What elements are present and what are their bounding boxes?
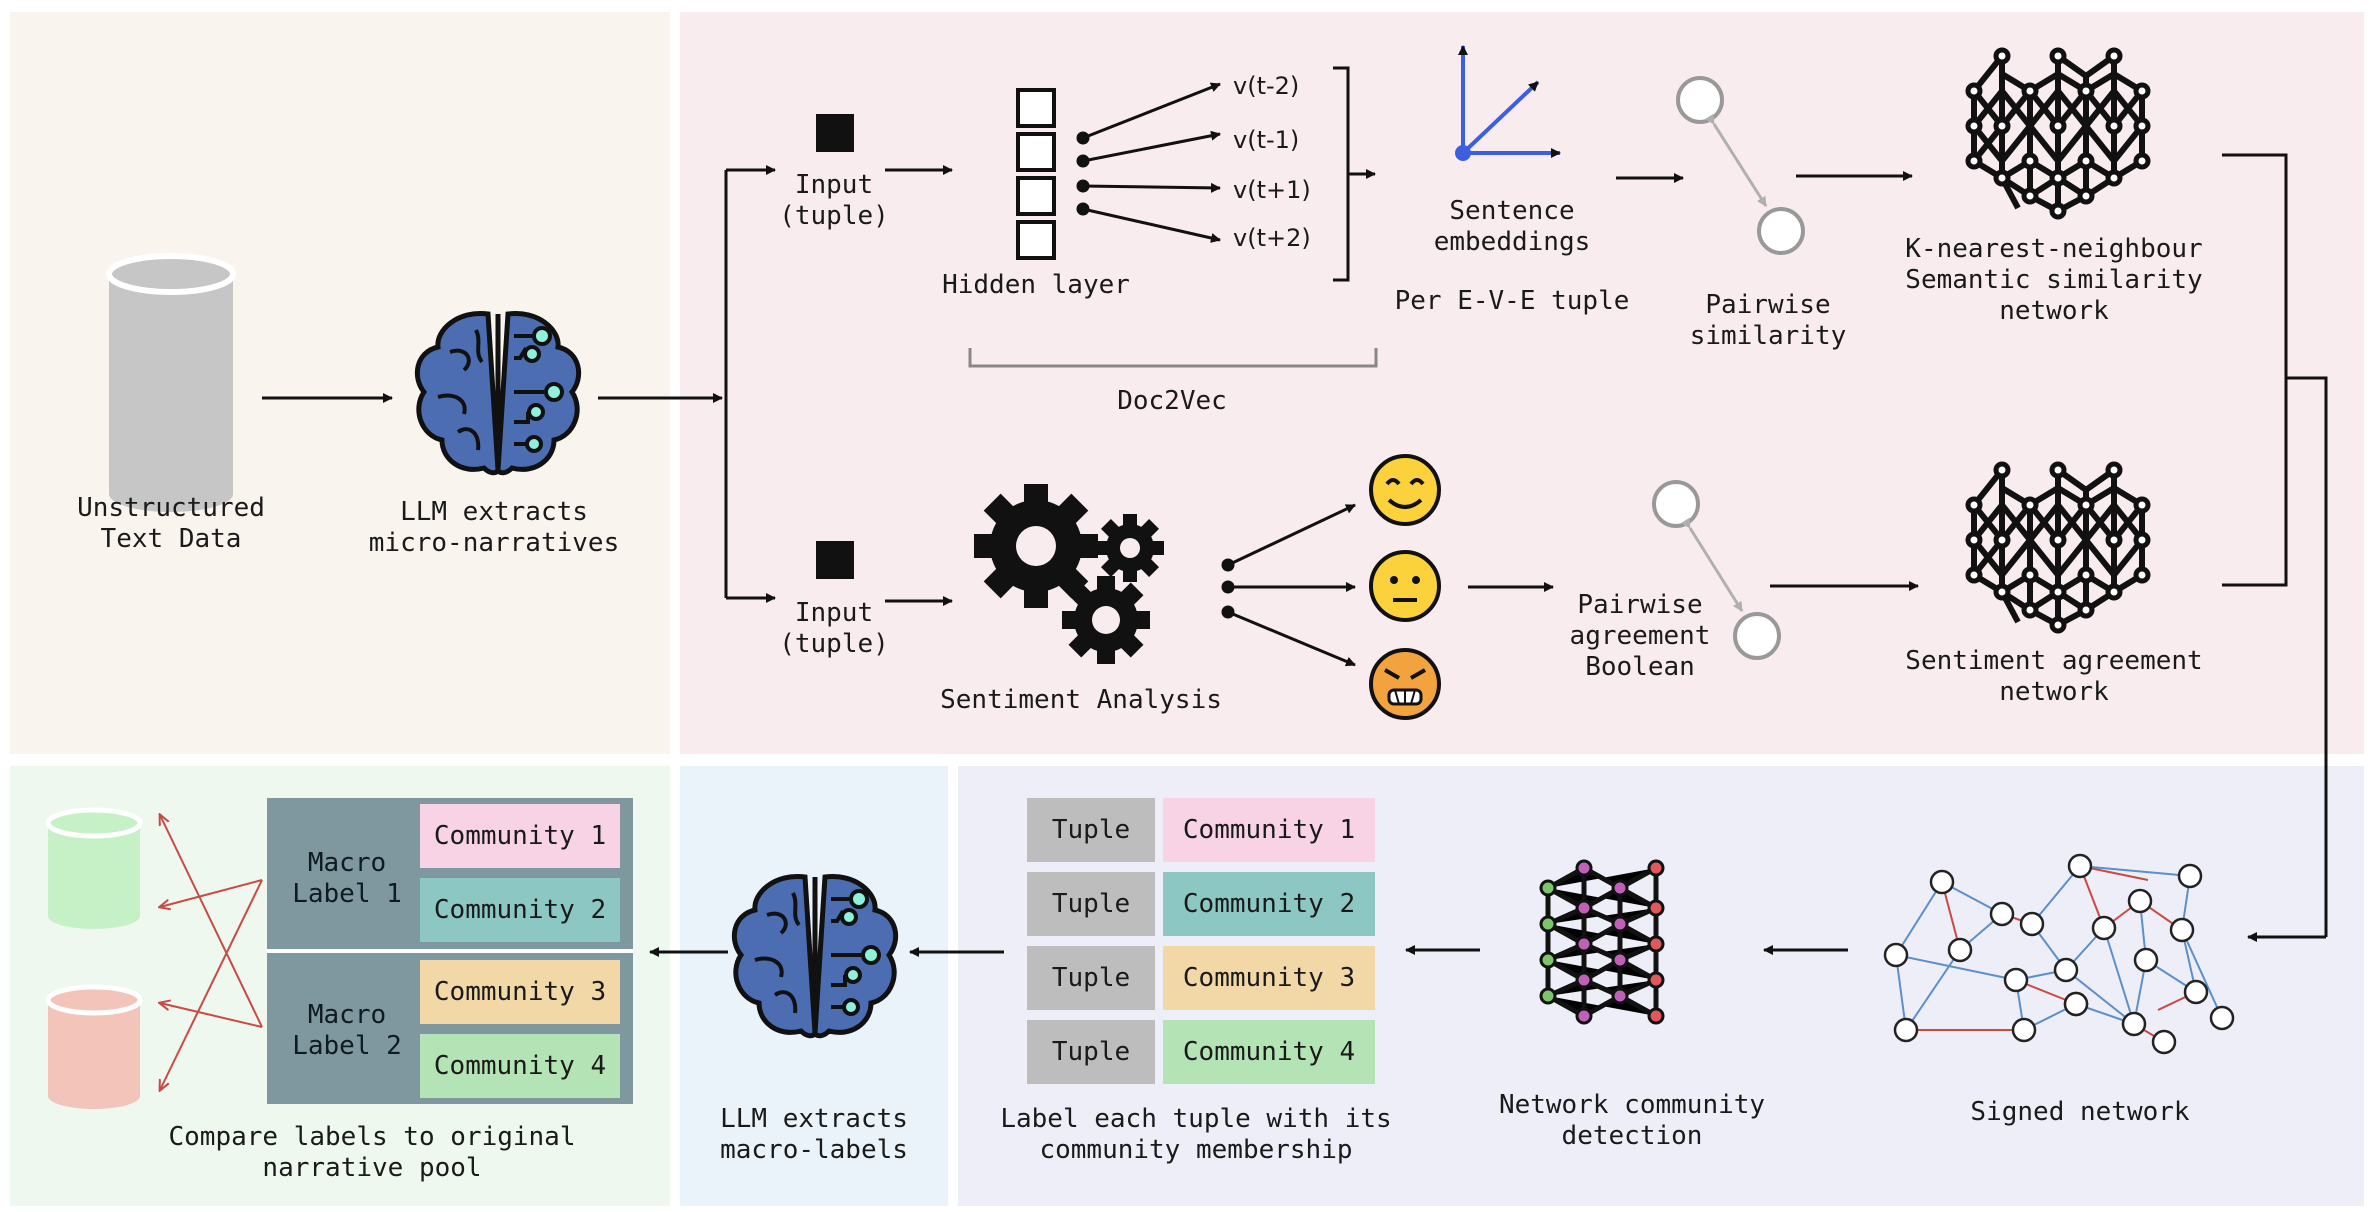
database-icon [45, 984, 143, 1109]
neutral-face-icon [1369, 550, 1441, 622]
angry-face-icon [1369, 648, 1441, 720]
gears-icon [974, 484, 1164, 664]
input-tuple-label: Input (tuple) [779, 170, 889, 231]
macro-community-4: Community 4 [420, 1034, 620, 1098]
label-tuples-caption: Label each tuple with its community memb… [1000, 1104, 1392, 1165]
community-1-box: Community 1 [1163, 798, 1375, 862]
signed-network-label: Signed network [1970, 1097, 2190, 1127]
brain-icon [734, 876, 895, 1035]
context-output-1: v(t-2) [1233, 72, 1300, 100]
embeddings-label: Sentence embeddings [1433, 196, 1591, 257]
brain-icon [417, 313, 578, 472]
sentiment-analysis-label: Sentiment Analysis [940, 685, 1222, 715]
input-tuple-label: Input (tuple) [779, 598, 889, 659]
doc2vec-label: Doc2Vec [1117, 386, 1227, 416]
smiling-face-icon [1369, 454, 1441, 526]
tuple-box: Tuple [1027, 872, 1155, 936]
tuple-box: Tuple [1027, 798, 1155, 862]
agreement-network-label: Sentiment agreement network [1905, 646, 2203, 707]
macro-community-1: Community 1 [420, 804, 620, 868]
data-label: Unstructured Text Data [77, 493, 265, 554]
community-network-icon [1539, 859, 1665, 1025]
input-square-icon [816, 114, 854, 152]
database-icon [109, 256, 233, 512]
compare-caption: Compare labels to original narrative poo… [168, 1122, 576, 1183]
pairwise-similarity-icon [1676, 76, 1805, 255]
similarity-network-label: K-nearest-neighbour Semantic similarity … [1905, 234, 2203, 326]
community-3-box: Community 3 [1163, 946, 1375, 1010]
tuple-box: Tuple [1027, 1020, 1155, 1084]
signed-network-icon [1883, 853, 2235, 1055]
hidden-layer-icon [1016, 88, 1056, 260]
pairwise-agreement-icon [1652, 480, 1781, 660]
per-tuple-label: Per E-V-E tuple [1394, 286, 1630, 316]
macro-label-2: Macro Label 2 [292, 1000, 402, 1061]
hidden-layer-label: Hidden layer [942, 270, 1130, 300]
context-output-2: v(t-1) [1233, 126, 1300, 154]
macro-label-1: Macro Label 1 [292, 848, 402, 909]
community-2-box: Community 2 [1163, 872, 1375, 936]
pairwise-agreement-label: Pairwise agreement Boolean [1569, 590, 1711, 682]
community-4-box: Community 4 [1163, 1020, 1375, 1084]
llm-macro-label: LLM extracts macro-labels [720, 1104, 908, 1165]
context-output-4: v(t+2) [1233, 224, 1311, 252]
community-detection-label: Network community detection [1498, 1090, 1766, 1151]
input-square-icon [816, 541, 854, 579]
macro-community-3: Community 3 [420, 960, 620, 1024]
neural-network-icon [1968, 50, 2148, 217]
macro-community-2: Community 2 [420, 878, 620, 942]
pairwise-similarity-label: Pairwise similarity [1689, 290, 1847, 351]
tuple-box: Tuple [1027, 946, 1155, 1010]
database-icon [45, 807, 143, 929]
neural-network-icon [1968, 464, 2148, 631]
embedding-axes-icon [1455, 45, 1561, 161]
llm-label: LLM extracts micro-narratives [368, 497, 620, 558]
context-output-3: v(t+1) [1233, 176, 1311, 204]
